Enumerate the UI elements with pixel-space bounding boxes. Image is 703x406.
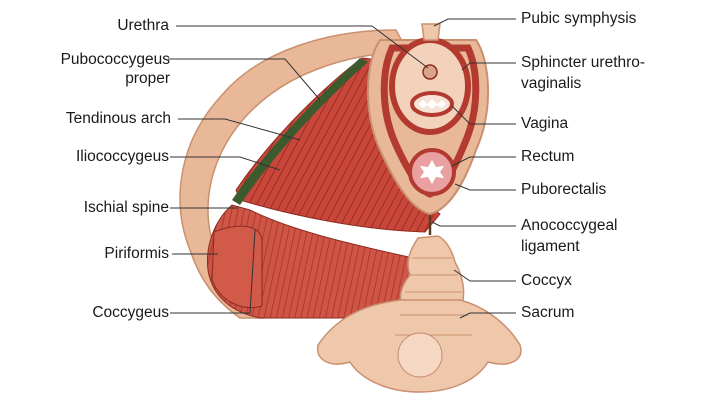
leader-pubic-symphysis (434, 19, 516, 26)
label-tendinous-arch: Tendinous arch (66, 109, 171, 128)
urethra-opening (423, 65, 437, 79)
leader-puborectalis (455, 184, 516, 190)
label-pubococcygeus: Pubococcygeus (61, 50, 170, 69)
label-rectum: Rectum (521, 147, 574, 166)
label-piriformis: Piriformis (104, 244, 169, 263)
label-vagina: Vagina (521, 114, 568, 133)
pubic-symphysis (422, 24, 440, 40)
label-sphincter-vaginalis: vaginalis (521, 74, 581, 93)
label-urethra: Urethra (117, 16, 169, 35)
leader-coccyx (454, 270, 516, 281)
label-anococcygeal: Anococcygeal (521, 216, 618, 235)
sphincter-urethrovaginalis (392, 40, 468, 132)
label-coccyx: Coccyx (521, 271, 572, 290)
label-sphincter-urethro: Sphincter urethro- (521, 53, 645, 72)
label-iliococcygeus: Iliococcygeus (76, 147, 169, 166)
label-ischial-spine: Ischial spine (84, 198, 169, 217)
label-coccygeus: Coccygeus (92, 303, 169, 322)
label-puborectalis: Puborectalis (521, 180, 606, 199)
label-sacrum: Sacrum (521, 303, 574, 322)
label-pubococcygeus-proper: proper (125, 69, 170, 88)
label-pubic-symphysis: Pubic symphysis (521, 9, 636, 28)
label-anococcygeal-ligament: ligament (521, 237, 580, 256)
leader-anococcygeal (432, 222, 516, 226)
